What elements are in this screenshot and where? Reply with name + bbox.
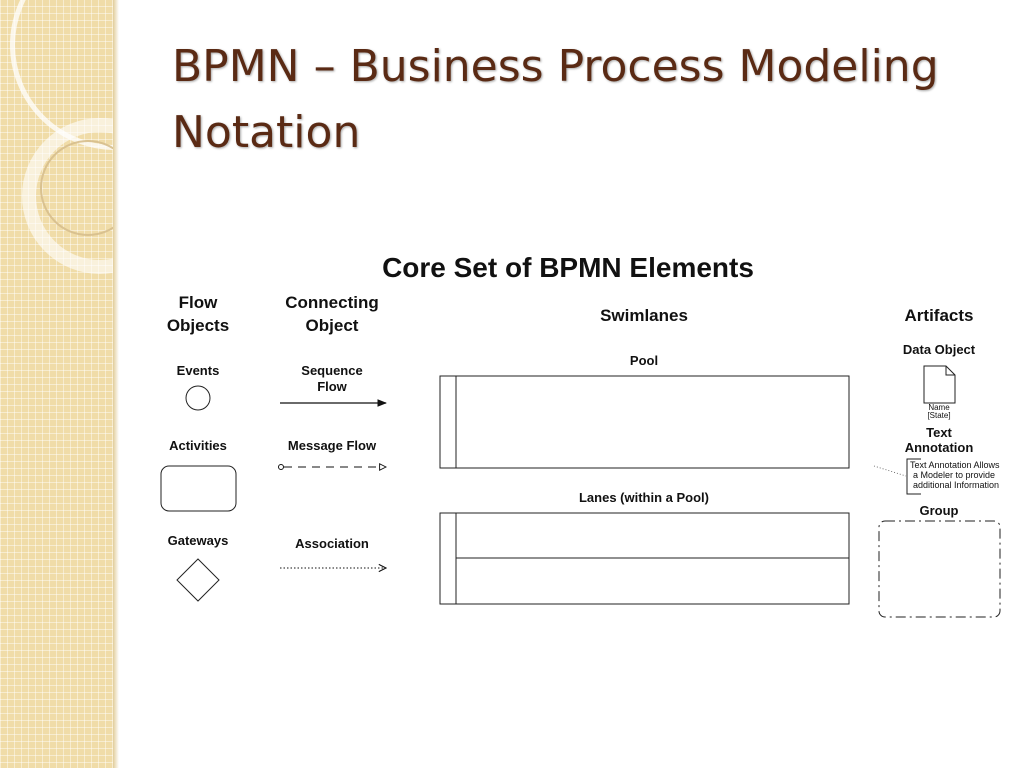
annotation-association-line bbox=[873, 465, 907, 477]
text-annotation-label: Annotation bbox=[905, 440, 974, 455]
annotation-text: a Modeler to provide bbox=[913, 470, 995, 480]
data-object-label: Data Object bbox=[903, 342, 976, 357]
activity-rounded-rect bbox=[160, 465, 237, 512]
slide-title: BPMN – Business Process Modeling Notatio… bbox=[172, 41, 939, 158]
pool-shape bbox=[439, 375, 850, 469]
gateways-label: Gateways bbox=[168, 533, 229, 548]
diagram-title: Core Set of BPMN Elements bbox=[382, 252, 754, 283]
bpmn-elements-diagram: Core Set of BPMN Elements Flow Objects E… bbox=[160, 252, 1001, 618]
text-annotation-label: Text bbox=[926, 425, 952, 440]
side-panel-edge bbox=[113, 0, 119, 768]
gateway-diamond bbox=[176, 558, 220, 602]
events-label: Events bbox=[177, 363, 220, 378]
data-object-name: Name bbox=[928, 403, 950, 412]
group-dashed-box bbox=[878, 520, 1001, 618]
message-flow-start-circle bbox=[278, 464, 284, 470]
flow-objects-heading: Objects bbox=[167, 316, 229, 335]
flow-objects-heading: Flow bbox=[179, 293, 218, 312]
message-flow-label: Message Flow bbox=[288, 438, 377, 453]
sequence-flow-label: Flow bbox=[317, 379, 347, 394]
artifacts-heading: Artifacts bbox=[905, 306, 974, 325]
connecting-object-heading: Object bbox=[306, 316, 359, 335]
decorative-side-panel bbox=[0, 0, 113, 768]
lanes-label: Lanes (within a Pool) bbox=[579, 490, 709, 505]
connecting-object-heading: Connecting bbox=[285, 293, 379, 312]
annotation-text: additional Information bbox=[913, 480, 999, 490]
event-circle bbox=[185, 385, 211, 411]
swimlanes-heading: Swimlanes bbox=[600, 306, 688, 325]
sequence-flow-label: Sequence bbox=[301, 363, 362, 378]
pool-label: Pool bbox=[630, 353, 658, 368]
annotation-bracket bbox=[906, 458, 921, 495]
data-object-document-icon bbox=[923, 365, 956, 404]
association-label: Association bbox=[295, 536, 369, 551]
data-object-state: [State] bbox=[927, 411, 950, 420]
annotation-text: Text Annotation Allows bbox=[910, 460, 1000, 470]
activities-label: Activities bbox=[169, 438, 227, 453]
group-label: Group bbox=[920, 503, 959, 518]
